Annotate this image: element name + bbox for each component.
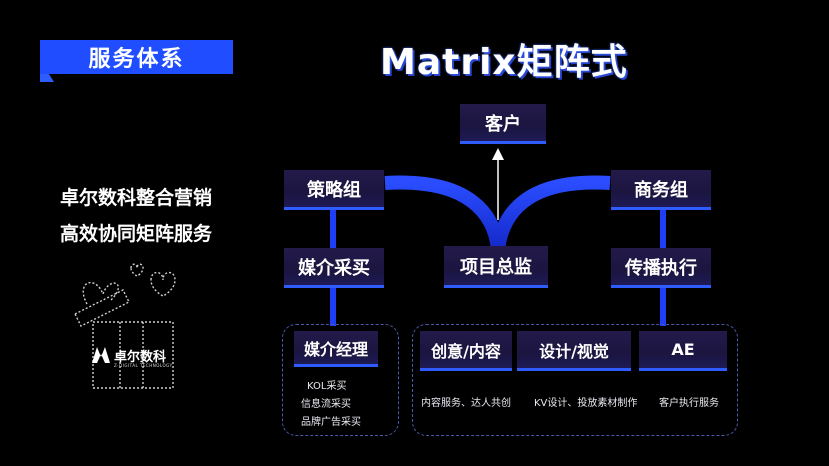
design-box: 设计/视觉: [517, 331, 631, 371]
gift-box-icon: [74, 263, 176, 389]
zhuoer-logo-icon: [92, 347, 110, 363]
ae-box: AE: [639, 331, 727, 371]
tagline-2: 高效协同矩阵服务: [60, 223, 213, 245]
section-title: 服务体系: [40, 40, 233, 74]
supervisor-box: 项目总监: [444, 246, 548, 288]
media-manager-box: 媒介经理: [294, 331, 378, 367]
tagline-1: 卓尔数科整合营销: [60, 187, 213, 209]
service-team-group: [412, 324, 738, 436]
creative-note: 内容服务、达人共创: [421, 398, 511, 409]
creative-box: 创意/内容: [420, 331, 512, 371]
logo-name: 卓尔数科: [114, 350, 167, 365]
media-team-group: [282, 324, 399, 436]
logo-sub: Z-DIGITAL TECHNOLOGY: [114, 363, 173, 368]
main-title: Matrix矩阵式: [380, 42, 628, 83]
client-box: 客户: [460, 104, 546, 144]
business-box: 商务组: [611, 170, 711, 210]
media-item-kol: KOL采买: [307, 381, 347, 392]
media-item-brand: 品牌广告采买: [301, 417, 361, 428]
design-note: KV设计、投放素材制作: [534, 398, 638, 409]
strategy-box: 策略组: [284, 170, 384, 210]
media-buy-box: 媒介采买: [284, 248, 384, 288]
execution-box: 传播执行: [611, 248, 711, 288]
media-item-feed: 信息流采买: [301, 399, 351, 410]
ae-note: 客户执行服务: [659, 398, 719, 409]
